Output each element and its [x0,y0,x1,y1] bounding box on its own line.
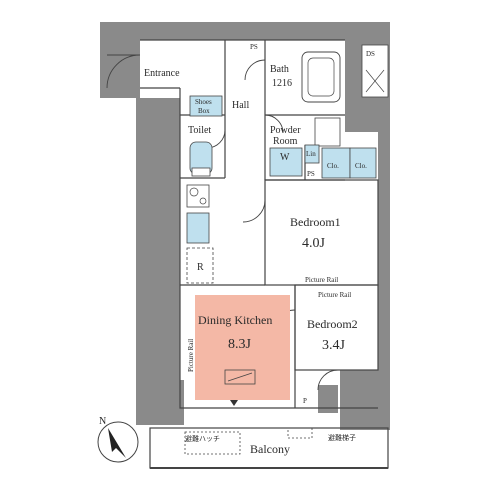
compass-ring-icon [97,421,139,463]
label-dining-size: 8.3J [228,337,252,352]
label-dining-name: Dining Kitchen [198,313,272,327]
label-shoes-box-1: Shoes [195,98,212,106]
label-toilet: Toilet [188,125,211,136]
dining-kitchen-highlight [195,295,290,400]
label-entrance: Entrance [144,68,180,79]
label-hall: Hall [232,100,249,111]
label-linen: Lin [306,150,316,158]
label-ps-top: PS [250,43,258,51]
label-bedroom1-name: Bedroom1 [290,215,341,229]
label-ps-bottom: P [303,397,307,405]
label-powder-1: Powder [270,125,301,136]
dining-table [224,369,256,385]
label-picture-rail-b2: Picture Rail [318,291,351,299]
label-bedroom1-size: 4.0J [302,236,326,251]
room-labels: Entrance Shoes Box Hall Bath 1216 Toilet… [144,43,375,456]
label-bedroom2-size: 3.4J [322,338,346,353]
window-marker [230,400,238,406]
label-closet-1: Clo. [327,162,339,170]
fixtures [186,44,389,284]
interior-walls [140,39,389,469]
label-bath-1: Bath [270,64,289,75]
north-compass: N [97,416,139,463]
label-balcony: Balcony [250,442,290,456]
outer-walls [100,22,390,430]
label-evac-ladder: 避難梯子 [328,433,356,442]
compass-north-label: N [99,416,106,427]
label-picture-rail-dk: Picture Rail [187,339,195,372]
label-ds: DS [366,50,375,58]
label-washer: W [280,152,290,163]
balcony-unit [287,427,313,439]
label-shoes-box-2: Box [198,107,210,115]
label-bath-2: 1216 [272,78,292,89]
label-closet-2: Clo. [355,162,367,170]
label-picture-rail-b1: Picture Rail [305,276,338,284]
label-refrigerator: R [197,262,204,273]
label-evac-hatch: 避難ハッチ [185,434,220,443]
label-bedroom2-name: Bedroom2 [307,317,358,331]
evac-hatch-area [184,431,241,455]
label-powder-2: Room [273,136,298,147]
label-ps-middle: PS [307,170,315,178]
north-arrow-icon [108,428,126,458]
